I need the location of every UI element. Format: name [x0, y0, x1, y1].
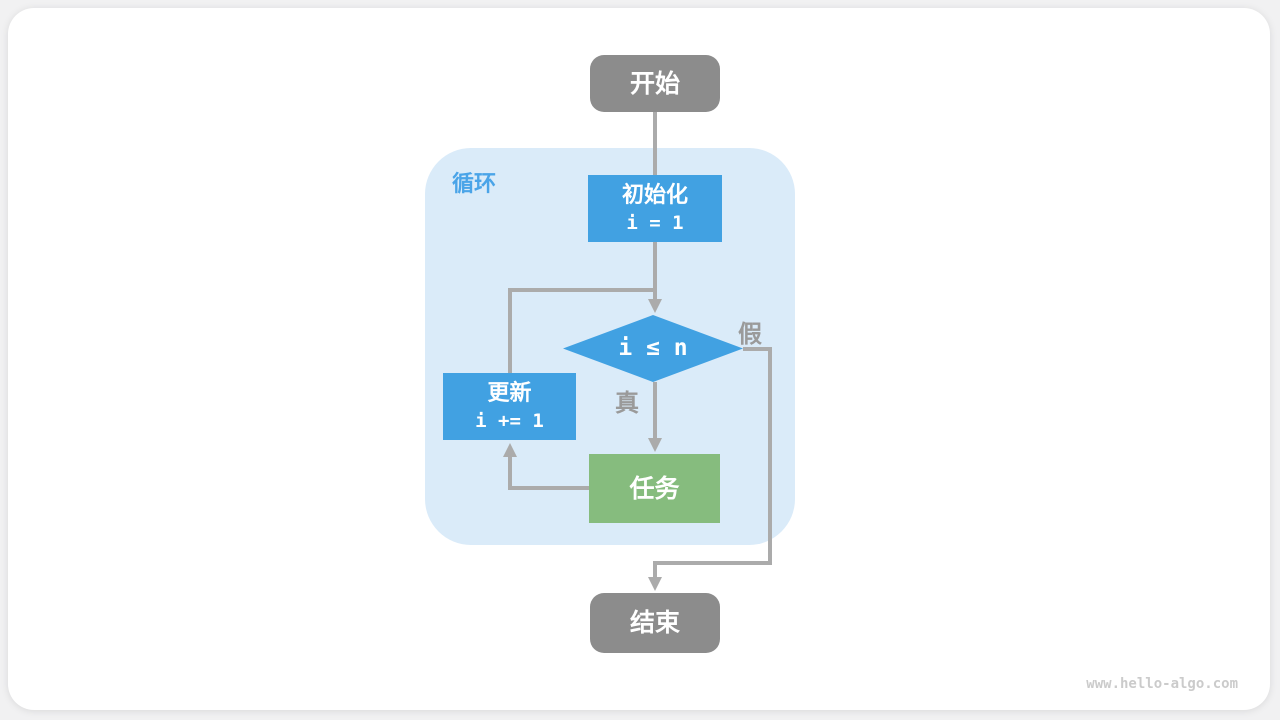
false-branch-label: 假	[738, 321, 762, 348]
init-node-code: i = 1	[626, 211, 684, 234]
update-node-title: 更新	[487, 380, 532, 406]
end-node: 结束	[590, 593, 720, 653]
init-node: 初始化 i = 1	[588, 175, 722, 242]
task-node: 任务	[589, 454, 720, 523]
update-node-code: i += 1	[475, 409, 544, 432]
start-node: 开始	[590, 55, 720, 112]
loop-label: 循环	[452, 171, 497, 196]
end-node-label: 结束	[629, 609, 680, 637]
true-branch-label: 真	[615, 390, 639, 417]
start-node-label: 开始	[629, 69, 680, 98]
task-node-label: 任务	[629, 474, 680, 503]
watermark: www.hello-algo.com	[1086, 676, 1238, 692]
update-node: 更新 i += 1	[443, 373, 576, 440]
condition-code: i ≤ n	[618, 334, 688, 361]
init-node-title: 初始化	[621, 182, 688, 208]
